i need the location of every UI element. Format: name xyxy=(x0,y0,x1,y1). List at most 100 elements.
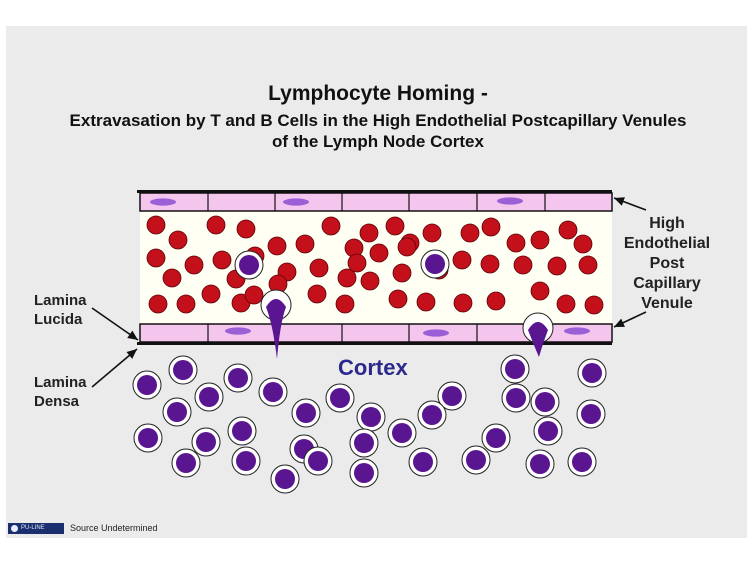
lymphocyte-icon xyxy=(137,375,157,395)
red-blood-cell-icon xyxy=(338,269,356,287)
red-blood-cell-icon xyxy=(557,295,575,313)
lymphocyte-icon xyxy=(173,360,193,380)
lymphocyte-icon xyxy=(535,392,555,412)
endothelial-nucleus xyxy=(497,197,523,204)
logo-text: PU-LINE xyxy=(21,523,45,534)
lymphocyte-icon xyxy=(228,368,248,388)
hev-label-line: Post xyxy=(612,254,722,274)
lymphocyte-icon xyxy=(505,359,525,379)
lymphocyte-icon xyxy=(138,428,158,448)
red-blood-cell-icon xyxy=(389,290,407,308)
lymphocyte-icon xyxy=(486,428,506,448)
lymphocyte-icon xyxy=(422,405,442,425)
lamina-densa-line: Densa xyxy=(34,392,87,411)
red-blood-cell-icon xyxy=(207,216,225,234)
cortex-label: Cortex xyxy=(338,355,408,381)
lymphocyte-icon xyxy=(232,421,252,441)
red-blood-cell-icon xyxy=(360,224,378,242)
lamina-lucida-line: Lucida xyxy=(34,310,87,329)
red-blood-cell-icon xyxy=(322,217,340,235)
red-blood-cell-icon xyxy=(147,216,165,234)
top-endothelium xyxy=(140,193,612,211)
lymphocyte-icon xyxy=(296,403,316,423)
lamina-densa-label: Lamina Densa xyxy=(34,373,87,411)
endothelial-nucleus xyxy=(423,329,449,336)
red-blood-cell-icon xyxy=(163,269,181,287)
lymphocyte-icon xyxy=(530,454,550,474)
lymphocyte-icon xyxy=(392,423,412,443)
lymphocyte-icon xyxy=(442,386,462,406)
red-blood-cell-icon xyxy=(531,231,549,249)
red-blood-cell-icon xyxy=(481,255,499,273)
red-blood-cell-icon xyxy=(579,256,597,274)
lymphocyte-icon xyxy=(538,421,558,441)
red-blood-cell-icon xyxy=(487,292,505,310)
lymphocyte-icon xyxy=(330,388,350,408)
red-blood-cell-icon xyxy=(213,251,231,269)
hev-label-line: Capillary xyxy=(612,274,722,294)
red-blood-cell-icon xyxy=(393,264,411,282)
endothelial-nucleus xyxy=(564,327,590,334)
red-blood-cell-icon xyxy=(202,285,220,303)
lymphocyte-icon xyxy=(361,407,381,427)
red-blood-cell-icon xyxy=(548,257,566,275)
red-blood-cell-icon xyxy=(370,244,388,262)
lymphocyte-icon xyxy=(176,453,196,473)
logo-dot-icon xyxy=(11,525,18,532)
lymphocyte-icon xyxy=(196,432,216,452)
red-blood-cell-icon xyxy=(348,254,366,272)
lymphocyte-icon xyxy=(275,469,295,489)
lamina-densa-line: Lamina xyxy=(34,373,87,392)
red-blood-cell-icon xyxy=(453,251,471,269)
red-blood-cell-icon xyxy=(531,282,549,300)
lymphocyte-icon xyxy=(506,388,526,408)
red-blood-cell-icon xyxy=(169,231,187,249)
red-blood-cell-icon xyxy=(177,295,195,313)
lymphocyte-icon xyxy=(239,255,259,275)
red-blood-cell-icon xyxy=(559,221,577,239)
lymphocyte-icon xyxy=(582,363,602,383)
lymphocyte-icon xyxy=(425,254,445,274)
logo-icon: PU-LINE xyxy=(8,523,64,534)
red-blood-cell-icon xyxy=(361,272,379,290)
endothelial-nucleus xyxy=(283,198,309,205)
footer: PU-LINE Source Undetermined xyxy=(8,522,158,534)
red-blood-cell-icon xyxy=(308,285,326,303)
hev-label-line: Endothelial xyxy=(612,234,722,254)
lymphocyte-icon xyxy=(199,387,219,407)
red-blood-cell-icon xyxy=(454,294,472,312)
red-blood-cell-icon xyxy=(149,295,167,313)
lamina-lucida-label: Lamina Lucida xyxy=(34,291,87,329)
red-blood-cell-icon xyxy=(336,295,354,313)
red-blood-cell-icon xyxy=(386,217,404,235)
red-blood-cell-icon xyxy=(417,293,435,311)
endothelial-nucleus xyxy=(150,198,176,205)
lymphocyte-icon xyxy=(236,451,256,471)
hev-label-line: Venule xyxy=(612,294,722,314)
red-blood-cell-icon xyxy=(507,234,525,252)
lymphocyte-icon xyxy=(354,433,374,453)
red-blood-cell-icon xyxy=(310,259,328,277)
red-blood-cell-icon xyxy=(268,237,286,255)
arrow-icon xyxy=(614,197,625,205)
lymphocyte-icon xyxy=(413,452,433,472)
red-blood-cell-icon xyxy=(296,235,314,253)
red-blood-cell-icon xyxy=(398,238,416,256)
red-blood-cell-icon xyxy=(574,235,592,253)
lymphocyte-icon xyxy=(308,451,328,471)
red-blood-cell-icon xyxy=(514,256,532,274)
lamina-lucida-line: Lamina xyxy=(34,291,87,310)
lymphocyte-icon xyxy=(354,463,374,483)
red-blood-cell-icon xyxy=(423,224,441,242)
lymphocyte-icon xyxy=(581,404,601,424)
lymphocyte-icon xyxy=(167,402,187,422)
lymphocyte-icon xyxy=(572,452,592,472)
red-blood-cell-icon xyxy=(237,220,255,238)
hev-label-line: High xyxy=(612,214,722,234)
red-blood-cell-icon xyxy=(147,249,165,267)
red-blood-cell-icon xyxy=(185,256,203,274)
lymphocyte-icon xyxy=(466,450,486,470)
source-credit: Source Undetermined xyxy=(70,523,158,533)
red-blood-cell-icon xyxy=(245,286,263,304)
arrow-icon xyxy=(127,331,138,340)
